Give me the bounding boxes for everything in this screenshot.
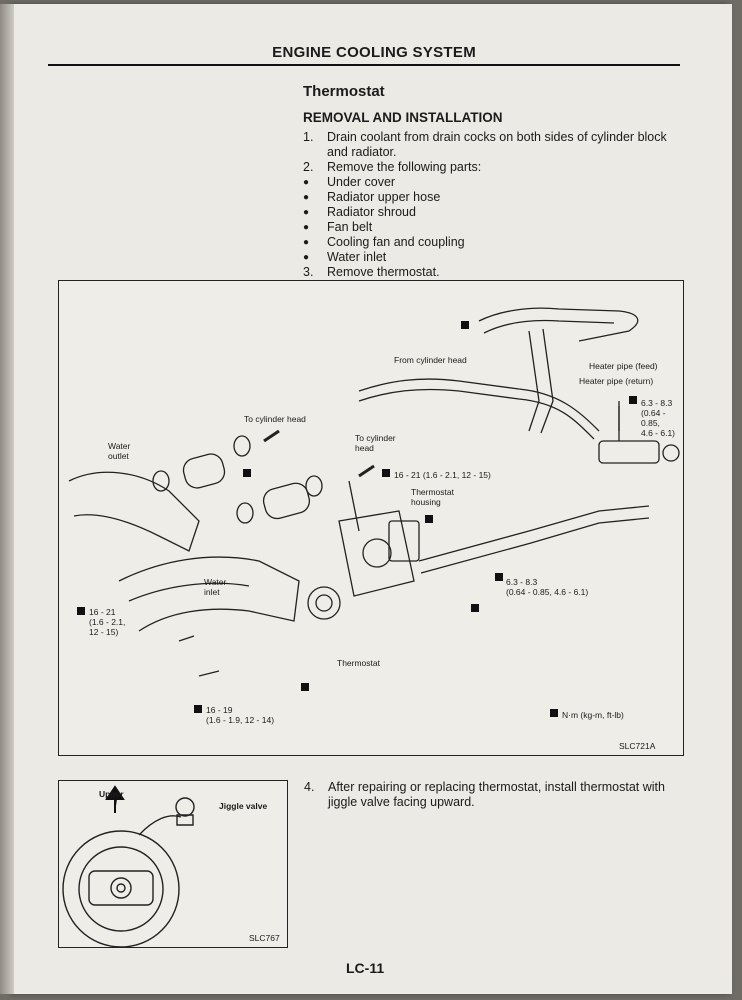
step-2: 2. Remove the following parts: [303, 160, 482, 174]
label-units: N·m (kg-m, ft-lb) [562, 710, 624, 720]
label-torque-right: 6.3 - 8.3 (0.64 - 0.85, 4.6 - 6.1) [641, 398, 676, 438]
step-4: 4. After repairing or replacing thermost… [304, 780, 665, 809]
label-water-inlet: Water inlet [204, 577, 227, 597]
label-to-cylinder-head-1: To cylinder head [244, 414, 306, 424]
label-heater-pipe-feed: Heater pipe (feed) [589, 361, 658, 371]
jiggle-valve-figure: Upper Jiggle valve SLC767 [58, 780, 288, 948]
bullet-icon: ● [303, 207, 310, 218]
step-3: 3. Remove thermostat. [303, 265, 440, 279]
bullet-icon: ● [303, 192, 310, 203]
bullet-icon: ● [303, 237, 310, 248]
procedure-steps: 1. Drain coolant from drain cocks on bot… [303, 130, 688, 280]
label-heater-pipe-return: Heater pipe (return) [579, 376, 654, 386]
header-title: ENGINE COOLING SYSTEM [272, 44, 476, 61]
manual-page: ENGINE COOLING SYSTEM Thermostat REMOVAL… [0, 4, 732, 994]
label-torque-housing: 6.3 - 8.3 (0.64 - 0.85, 4.6 - 6.1) [506, 577, 589, 597]
label-upper: Upper [99, 789, 124, 799]
label-torque-bottom: 16 - 19 (1.6 - 1.9, 12 - 14) [206, 705, 275, 725]
part-item: ●Fan belt [303, 220, 373, 234]
small-figure-code: SLC767 [249, 933, 280, 943]
figure-code: SLC721A [619, 741, 656, 751]
part-item: ●Radiator upper hose [303, 190, 441, 204]
bullet-icon: ● [303, 177, 310, 188]
page-number: LC-11 [346, 960, 385, 976]
exploded-view-figure: From cylinder head Heater pipe (feed) He… [58, 280, 684, 756]
page-header: ENGINE COOLING SYSTEM [48, 42, 680, 66]
label-water-outlet: Water outlet [108, 441, 131, 461]
label-thermostat: Thermostat [337, 658, 380, 668]
section-subtitle: REMOVAL AND INSTALLATION [303, 110, 503, 125]
bullet-icon: ● [303, 252, 310, 263]
step-1: 1. Drain coolant from drain cocks on bot… [303, 130, 667, 159]
bullet-icon: ● [303, 222, 310, 233]
exploded-view-drawing [68, 307, 680, 717]
part-item: ●Under cover [303, 175, 396, 189]
part-item: ●Radiator shroud [303, 205, 416, 219]
part-item: ●Water inlet [303, 250, 387, 264]
label-from-cylinder-head: From cylinder head [394, 355, 467, 365]
part-item: ●Cooling fan and coupling [303, 235, 465, 249]
section-title: Thermostat [303, 83, 385, 100]
label-thermostat-housing: Thermostat housing [411, 487, 454, 507]
label-torque-mid: 16 - 21 (1.6 - 2.1, 12 - 15) [394, 470, 491, 480]
label-jiggle-valve: Jiggle valve [219, 801, 268, 811]
label-torque-left: 16 - 21 (1.6 - 2.1, 12 - 15) [89, 607, 126, 637]
label-to-cylinder-head-2: To cylinder head [355, 433, 396, 453]
